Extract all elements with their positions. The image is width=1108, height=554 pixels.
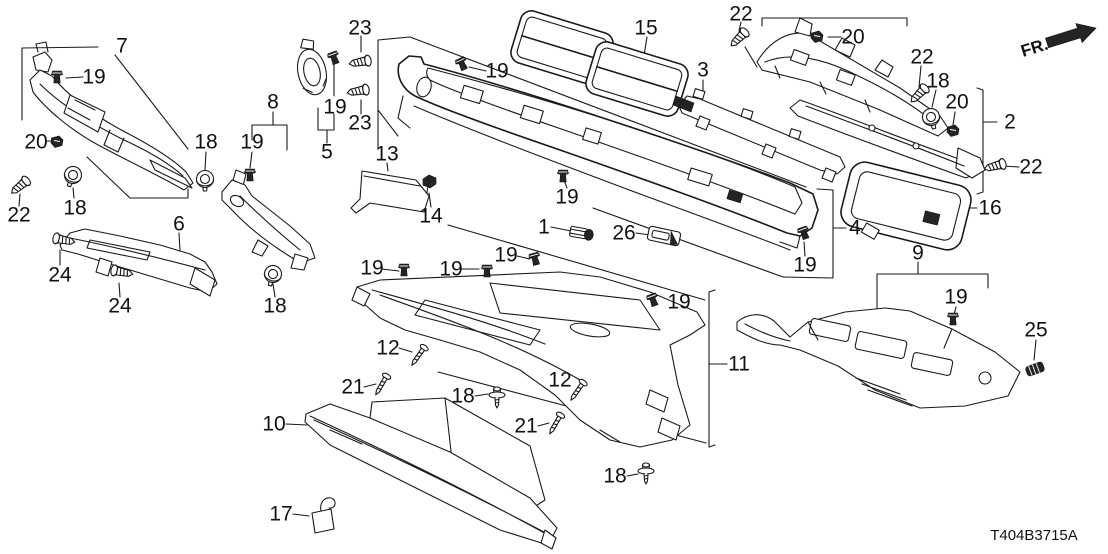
part-label-24: 24: [108, 295, 132, 318]
part-label-24: 24: [48, 264, 72, 287]
part-label-22: 22: [7, 204, 30, 227]
diagram-code: T404B3715A: [990, 527, 1078, 544]
part-label-2: 2: [1004, 111, 1016, 134]
part-1-icon: [568, 225, 595, 242]
part-label-10: 10: [262, 413, 285, 436]
part-label-19: 19: [555, 186, 578, 209]
clip-19-icon: [947, 312, 959, 326]
part-label-4: 4: [849, 217, 861, 240]
part-3-defroster-grille: [678, 88, 846, 183]
part-label-19: 19: [323, 96, 346, 119]
part-26-icon: [646, 225, 682, 247]
part-label-5: 5: [321, 141, 333, 164]
part-label-20: 20: [945, 91, 968, 114]
part-label-18: 18: [603, 465, 626, 488]
grommet-18-icon: [60, 163, 85, 190]
part-label-21: 21: [341, 376, 364, 399]
part-5-ring-garnish: [296, 38, 328, 96]
part-13-speaker-grille: [350, 170, 430, 214]
leader-lines: [18, 17, 1037, 517]
part-label-19: 19: [667, 291, 690, 314]
part-7-column-garnish: [29, 41, 194, 191]
screw-22-icon: [982, 157, 1008, 175]
part-label-22: 22: [729, 3, 752, 26]
part-label-6: 6: [173, 213, 185, 236]
screw-12-icon: [407, 342, 430, 369]
part-label-13: 13: [375, 143, 398, 166]
grommet-18-icon: [261, 263, 284, 289]
part-label-17: 17: [269, 503, 292, 526]
part-label-12: 12: [548, 369, 571, 392]
part-label-23: 23: [348, 112, 371, 135]
clip-19-icon: [326, 50, 342, 66]
part-label-19: 19: [360, 257, 383, 280]
part-label-18: 18: [63, 197, 86, 220]
part-label-15: 15: [634, 17, 657, 40]
clip-19-icon: [398, 263, 410, 277]
part-label-20: 20: [841, 26, 864, 49]
part-2-defroster-garnish: [756, 17, 986, 179]
part-label-25: 25: [1024, 319, 1047, 342]
part-label-8: 8: [267, 91, 279, 114]
part-label-9: 9: [912, 242, 924, 265]
part-label-23: 23: [348, 17, 371, 40]
screw-23-icon: [347, 54, 373, 70]
part-label-19: 19: [82, 66, 105, 89]
part-label-11: 11: [728, 353, 750, 376]
part-label-14: 14: [419, 205, 443, 228]
part-label-19: 19: [944, 286, 967, 309]
clip-25-icon: [1024, 360, 1046, 378]
grommet-18-icon: [195, 169, 215, 192]
part-label-18: 18: [194, 131, 217, 154]
part-label-19: 19: [240, 131, 263, 154]
part-instrument-panel-garnish: [397, 55, 819, 251]
part-label-16: 16: [978, 197, 1001, 220]
part-16-side-vent: [840, 161, 972, 251]
part-label-19: 19: [485, 60, 508, 83]
part-label-22: 22: [910, 46, 933, 69]
part-label-21: 21: [514, 415, 537, 438]
part-label-18: 18: [926, 70, 949, 93]
part-label-19: 19: [439, 258, 462, 281]
part-label-1: 1: [538, 216, 550, 239]
part-label-26: 26: [612, 222, 635, 245]
part-label-18: 18: [451, 385, 474, 408]
screw-18-icon: [637, 462, 655, 485]
part-label-3: 3: [697, 59, 709, 82]
part-label-22: 22: [1019, 156, 1042, 179]
fr-direction-arrow: FR.: [1019, 23, 1097, 61]
fr-label: FR.: [1019, 35, 1051, 61]
part-label-7: 7: [116, 35, 128, 58]
part-label-19: 19: [793, 254, 816, 277]
part-15-center-vents: [510, 10, 695, 117]
screw-18-icon: [488, 386, 506, 409]
clip-20-icon: [50, 135, 64, 148]
part-17-hook: [311, 497, 336, 534]
part-label-19: 19: [494, 244, 517, 267]
part-11-glovebox-frame: [351, 271, 706, 448]
part-label-18: 18: [263, 295, 286, 318]
clip-20-icon: [946, 124, 960, 137]
part-label-20: 20: [24, 131, 47, 154]
part-9-lower-cover-right: [736, 307, 1021, 409]
part-10-glovebox-lid: [304, 397, 558, 550]
part-6-lower-cover: [59, 228, 218, 297]
part-8-bracket: [221, 169, 316, 271]
clip-19-icon: [557, 169, 569, 183]
part-label-12: 12: [376, 337, 399, 360]
screw-23-icon: [345, 83, 371, 99]
